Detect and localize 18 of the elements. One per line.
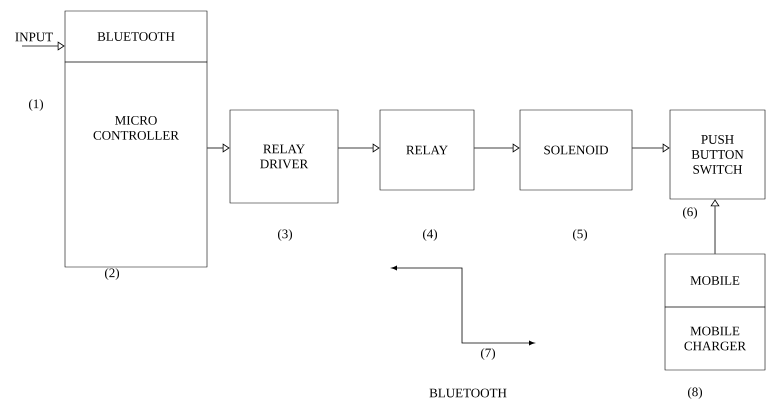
block-box: RELAY: [380, 110, 474, 190]
block-box: MOBILE: [664, 254, 766, 308]
number-label: (4): [423, 229, 438, 241]
block-box: BLUETOOTH: [64, 10, 208, 62]
number-label: (2): [105, 268, 120, 280]
block-box: MOBILE CHARGER: [664, 306, 766, 370]
caption-label: (1): [29, 99, 44, 111]
caption-label: BLUETOOTH: [430, 388, 506, 398]
block-box: RELAY DRIVER: [230, 110, 338, 204]
caption-label: (7): [481, 348, 496, 360]
number-label: (6): [683, 207, 698, 219]
block-box: SOLENOID: [520, 110, 632, 190]
input-label: INPUT: [15, 32, 53, 42]
number-label: (5): [573, 229, 588, 241]
block-box: PUSH BUTTON SWITCH: [670, 110, 766, 200]
number-label: (8): [688, 387, 702, 399]
number-label: (3): [278, 229, 292, 241]
block-box: MICRO CONTROLLER: [64, 62, 208, 268]
